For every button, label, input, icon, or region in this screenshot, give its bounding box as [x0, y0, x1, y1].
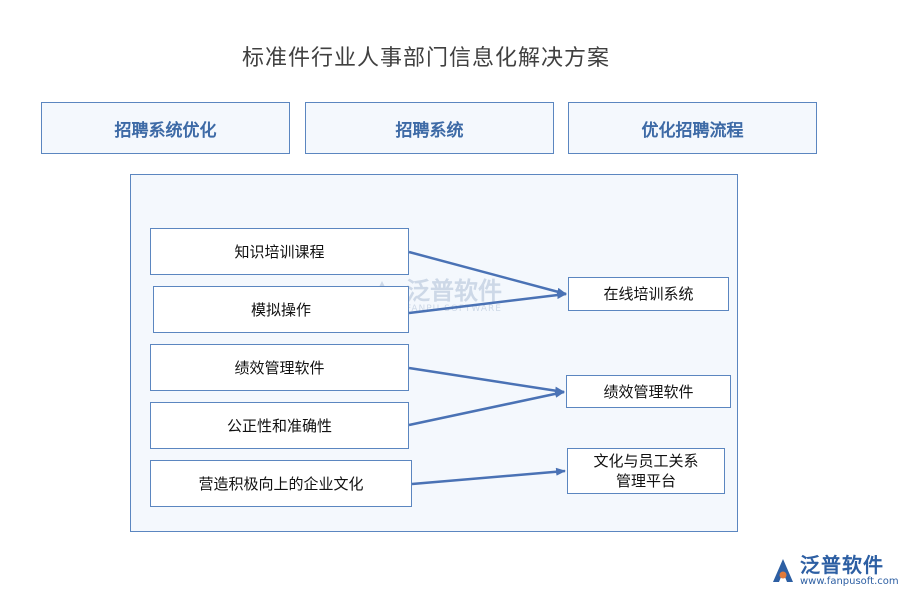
source-box-fairness-accuracy: 公正性和准确性 — [150, 402, 409, 449]
top-box-optimize-process: 优化招聘流程 — [568, 102, 817, 154]
target-box-culture-platform: 文化与员工关系 管理平台 — [567, 448, 725, 494]
top-box-recruit-system: 招聘系统 — [305, 102, 554, 154]
page-title: 标准件行业人事部门信息化解决方案 — [241, 46, 610, 71]
top-box-recruit-optimization: 招聘系统优化 — [41, 102, 290, 154]
brand-name: 泛普软件 — [800, 553, 884, 577]
watermark-sub: FANPU SOFTWARE — [406, 304, 502, 314]
watermark-name: 泛普软件 — [406, 277, 502, 305]
brand-logo-icon — [773, 559, 793, 582]
brand-url: www.fanpusoft.com — [800, 576, 899, 587]
source-box-simulation: 模拟操作 — [153, 286, 409, 333]
source-box-corporate-culture: 营造积极向上的企业文化 — [150, 460, 412, 507]
source-box-training-course: 知识培训课程 — [150, 228, 409, 275]
target-box-online-training: 在线培训系统 — [568, 277, 729, 311]
brand-logo: 泛普软件 www.fanpusoft.com — [770, 554, 899, 588]
target-box-performance-software: 绩效管理软件 — [566, 375, 731, 408]
source-box-performance-software: 绩效管理软件 — [150, 344, 409, 391]
